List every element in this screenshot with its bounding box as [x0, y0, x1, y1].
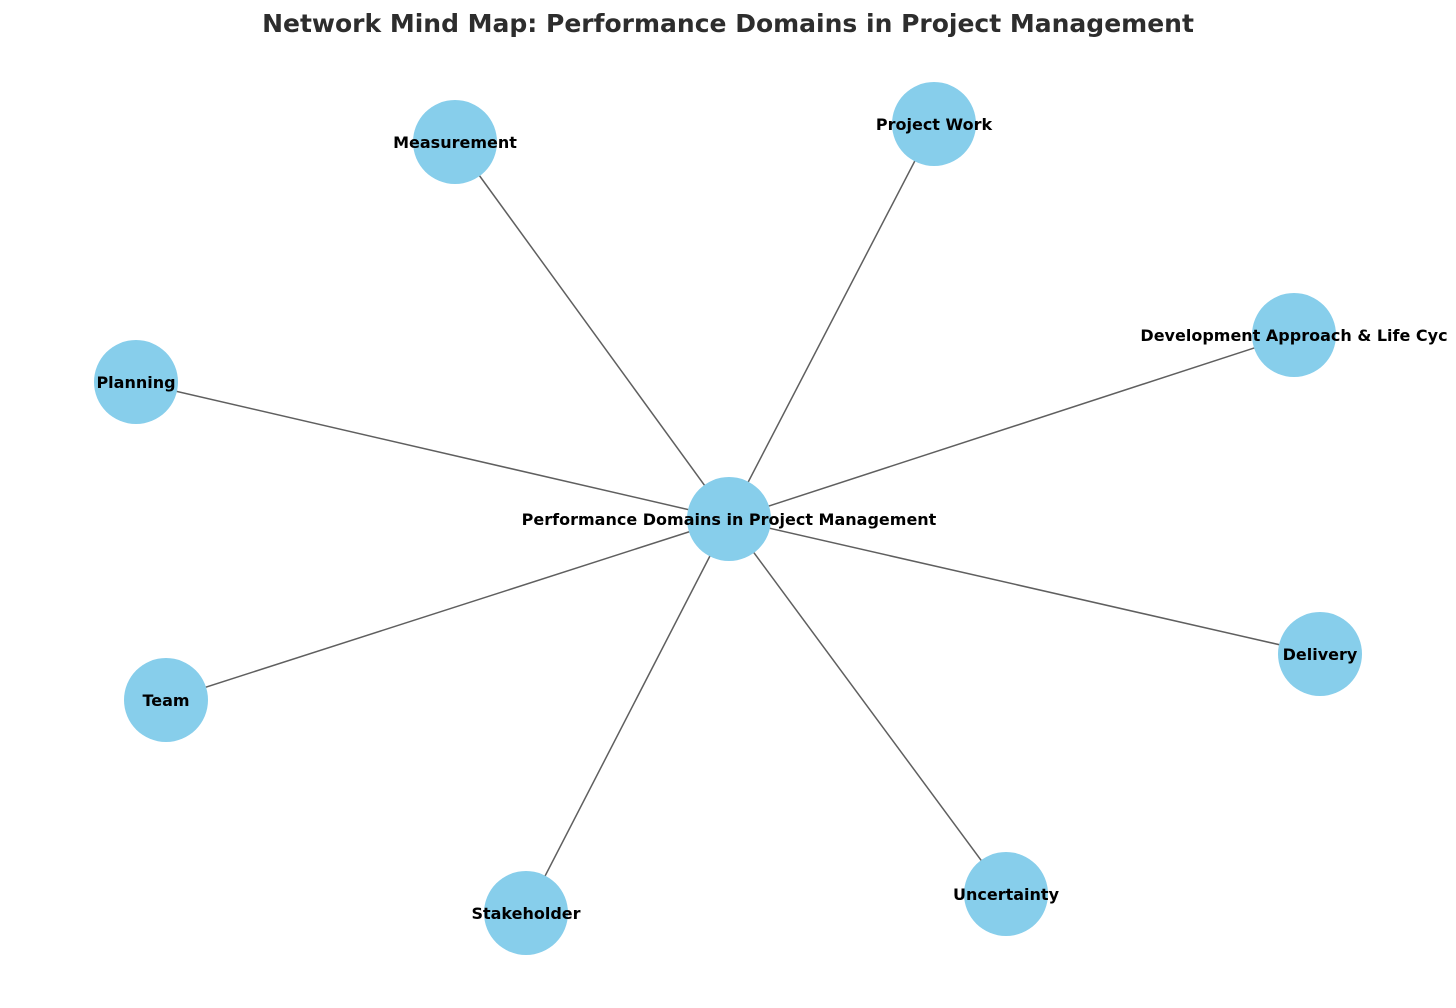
edge-development-approach [728, 334, 1295, 520]
node-team: Team [124, 658, 208, 742]
node-circle-measurement [413, 100, 497, 184]
node-label-planning: Planning [96, 373, 175, 392]
node-circle-team [124, 658, 208, 742]
node-circle-development-approach [1252, 293, 1336, 377]
node-planning: Planning [94, 340, 178, 424]
node-label-measurement: Measurement [393, 133, 517, 152]
node-center: Performance Domains in Project Managemen… [522, 477, 937, 561]
node-uncertainty: Uncertainty [953, 852, 1060, 936]
node-circle-delivery [1278, 612, 1362, 696]
node-stakeholder: Stakeholder [471, 871, 581, 955]
node-circle-planning [94, 340, 178, 424]
node-label-team: Team [142, 691, 189, 710]
diagram-title: Network Mind Map: Performance Domains in… [262, 9, 1194, 38]
edge-uncertainty [728, 518, 1007, 895]
nodes-layer: Performance Domains in Project Managemen… [94, 82, 1448, 955]
node-label-uncertainty: Uncertainty [953, 885, 1060, 904]
node-circle-uncertainty [964, 852, 1048, 936]
node-label-stakeholder: Stakeholder [471, 904, 580, 923]
node-development-approach: Development Approach & Life Cyc [1140, 293, 1448, 377]
node-circle-center [687, 477, 771, 561]
edge-delivery [728, 518, 1321, 655]
node-label-delivery: Delivery [1283, 645, 1358, 664]
node-label-center: Performance Domains in Project Managemen… [522, 510, 937, 529]
node-delivery: Delivery [1278, 612, 1362, 696]
edge-stakeholder [525, 518, 730, 914]
node-label-project-work: Project Work [876, 115, 993, 134]
node-label-development-approach: Development Approach & Life Cyc [1140, 326, 1447, 345]
edge-measurement [454, 141, 730, 520]
node-project-work: Project Work [876, 82, 993, 166]
node-measurement: Measurement [393, 100, 517, 184]
edge-project-work [728, 123, 935, 520]
edge-team [165, 518, 730, 701]
node-circle-stakeholder [484, 871, 568, 955]
node-circle-project-work [892, 82, 976, 166]
edges-layer [135, 123, 1321, 914]
edge-planning [135, 381, 730, 520]
